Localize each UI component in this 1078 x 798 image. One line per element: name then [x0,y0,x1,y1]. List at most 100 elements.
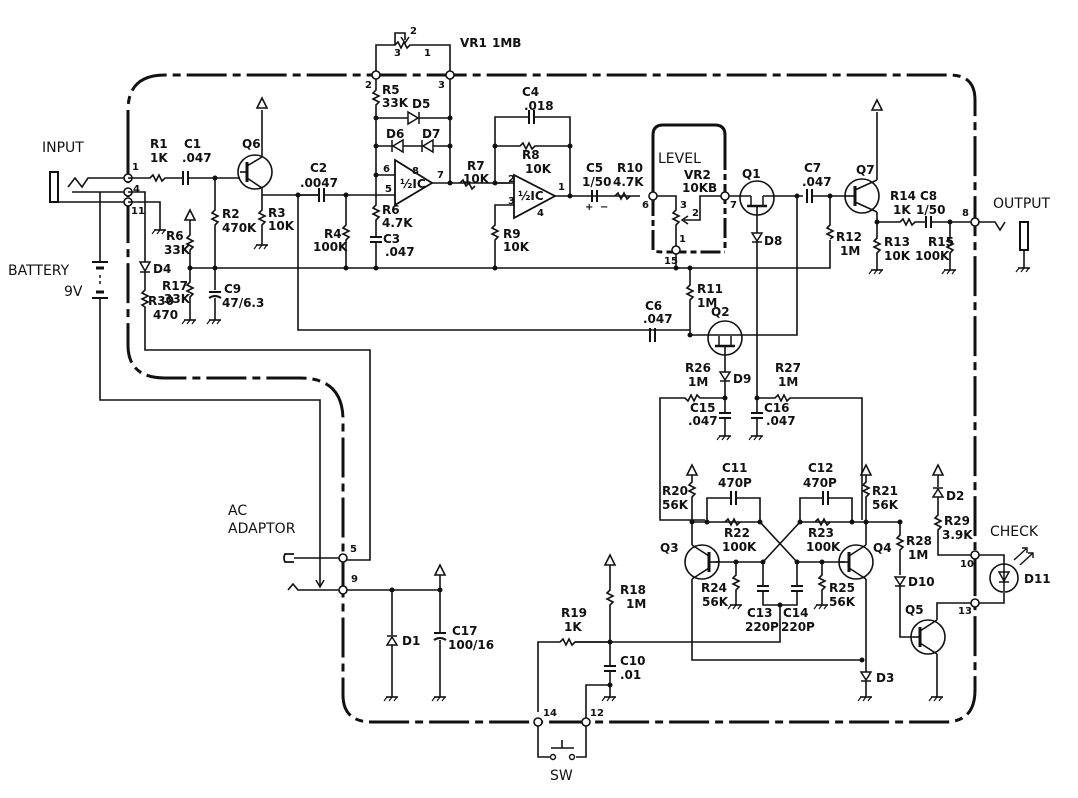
pin-15-label: 15 [664,256,678,267]
r8-value: 10K [525,162,552,176]
ground-icon [601,696,617,702]
c10-value: .01 [620,668,641,682]
pin-12-terminal [581,717,591,727]
r9-ref: R9 [503,227,521,241]
r4-value: 100K [313,240,348,254]
c15-ref: C15 [690,401,716,415]
ic1-pin5: 5 [385,184,392,195]
vr2-pin3: 3 [680,200,687,211]
c3-ref: C3 [383,232,400,246]
c12-ref: C12 [808,461,834,475]
r27-ref: R27 [775,361,801,375]
pin-1-label: 1 [132,162,139,173]
c13-value: 220P [745,620,779,634]
r7-value: 10K [463,172,490,186]
r19-value: 1K [564,620,582,634]
c11-ref: C11 [722,461,748,475]
r20-value: 56K [662,498,689,512]
diode-d3 [859,671,873,682]
pin-9-label: 9 [351,574,358,585]
q3-ref: Q3 [660,541,679,555]
potentiometer-vr2[interactable] [657,195,721,246]
input-jack[interactable] [49,171,133,207]
r29-ref: R29 [944,514,970,528]
pin-9-terminal [338,585,348,595]
ic1-pin8: 8 [412,166,419,177]
c1-value: .047 [182,151,212,165]
r5-value: 33K [382,96,409,110]
r17-value: 33K [164,292,191,306]
vcc-icon [932,464,944,476]
c6-value: .047 [643,312,673,326]
c5-plus: + [585,202,593,213]
ic2-label: ½IC [518,189,544,203]
d9-ref: D9 [733,372,751,386]
r6-value: 33K [164,243,191,257]
transistor-q4 [838,544,874,580]
pin-7-terminal [720,191,730,201]
pin-3-terminal [445,70,455,80]
q2-ref: Q2 [711,305,730,319]
battery-voltage-label: 9V [64,284,83,300]
pin-14-label: 14 [543,708,557,719]
c16-value: .047 [766,414,796,428]
r15-ref: R15 [928,235,954,249]
ground-icon [813,604,829,610]
r25-ref: R25 [829,581,855,595]
r14-value: 1K [893,203,911,217]
vcc-icon [434,564,446,576]
transistor-q3 [684,544,720,580]
r10-value: 4.7K [613,175,644,189]
d3-ref: D3 [876,671,894,685]
ground-icon [181,319,197,325]
r24-value: 56K [702,595,729,609]
c17-value: 100/16 [448,638,494,652]
r26-value: 1M [688,375,708,389]
r30-value: 470 [153,308,178,322]
c1-ref: C1 [184,137,201,151]
d6-ref: D6 [386,127,404,141]
ic1-pin7: 7 [437,170,444,181]
ground-icon [1015,267,1031,273]
ground-icon [748,435,764,441]
pin-11-label: 11 [131,206,145,217]
r12-ref: R12 [836,230,862,244]
vr1-pin1: 1 [424,48,431,59]
output-jack[interactable] [979,221,1031,273]
potentiometer-vr1[interactable] [375,32,451,75]
opamp-ic2 [513,173,557,220]
pin-2-terminal [371,70,381,80]
diode-d1 [385,635,399,646]
r26-ref: R26 [685,361,711,375]
ground-icon [431,696,447,702]
c2-value: .0047 [300,176,338,190]
r28-ref: R28 [906,534,932,548]
footswitch[interactable] [537,726,587,761]
r12-value: 1M [840,244,860,258]
pin-7-label: 7 [730,200,737,211]
diode-d6 [391,138,404,154]
r22-value: 100K [722,540,757,554]
vr2-pin1: 1 [679,234,686,245]
vcc-icon [871,99,883,111]
r28-value: 1M [908,548,928,562]
r2-value: 470K [222,221,257,235]
diode-d7 [421,138,434,154]
vcc-icon [256,97,268,109]
pin-4-label: 4 [133,184,140,195]
r6b-ref: R6 [382,203,400,217]
r30-ref: R30 [148,294,174,308]
ac-adaptor-jack[interactable] [283,553,343,591]
vr2-pin2: 2 [692,208,699,219]
r8-ref: R8 [522,148,540,162]
c5-ref: C5 [586,161,603,175]
c2-ref: C2 [310,161,327,175]
r6-ref: R6 [166,229,184,243]
pin-6-terminal [648,191,658,201]
diode-d9 [718,371,732,382]
r3-value: 10K [268,219,295,233]
r3-ref: R3 [268,206,286,220]
level-label: LEVEL [658,151,701,167]
c7-ref: C7 [804,161,821,175]
